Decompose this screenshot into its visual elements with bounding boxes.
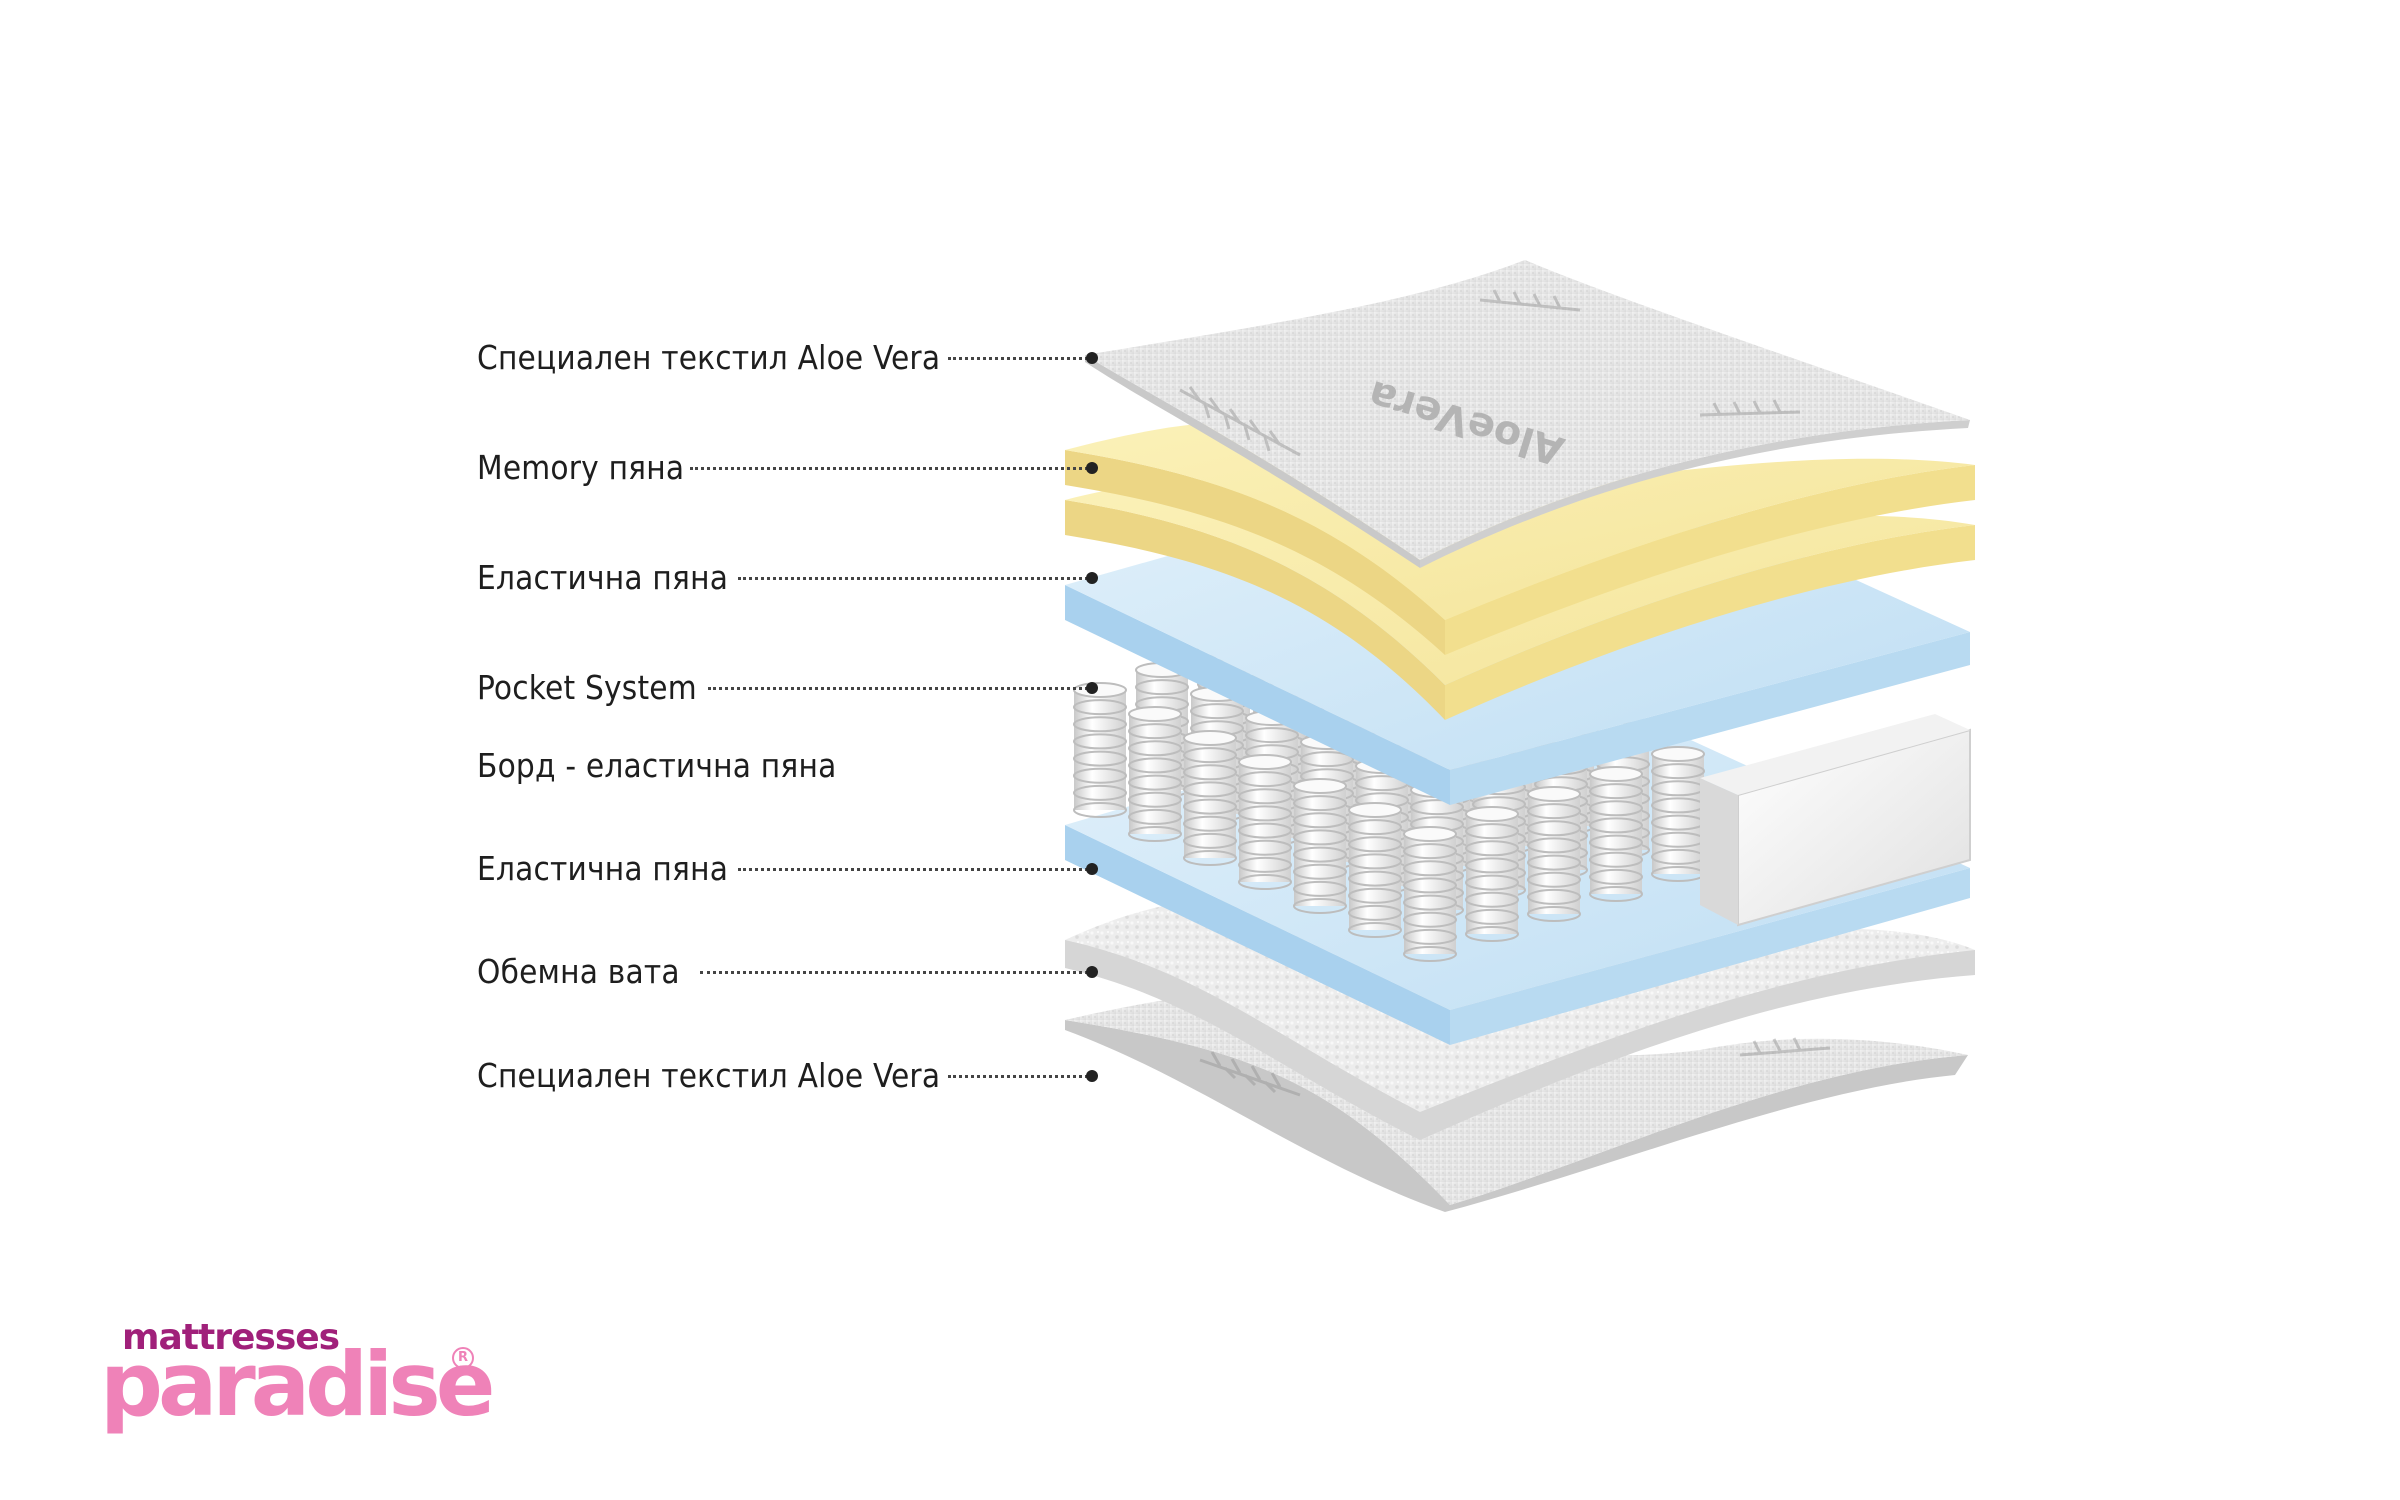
border-foam-block xyxy=(1700,714,1971,927)
pocket-spring xyxy=(1073,682,1127,818)
leader-endpoint-elastic-foam-bottom xyxy=(1086,863,1098,875)
aloe-leaf-icon xyxy=(1699,399,1801,417)
label-top-cover: Специален текстил Aloe Vera xyxy=(477,338,941,377)
aloe-leaf-icon xyxy=(1199,1051,1301,1097)
leader-elastic-foam-top xyxy=(738,577,1088,580)
leader-pocket-system xyxy=(708,687,1088,690)
label-pocket-system: Pocket System xyxy=(477,668,697,707)
pocket-spring xyxy=(1183,730,1237,866)
top-cover-layer: AloeVera xyxy=(1085,260,1970,568)
mattresses-paradise-logo: mattresses paradise R xyxy=(100,1315,495,1455)
label-elastic-foam-top: Еластична пяна xyxy=(477,558,729,597)
label-memory-foam: Memory пяна xyxy=(477,448,685,487)
label-elastic-foam-bottom: Еластична пяна xyxy=(477,849,729,888)
leader-endpoint-top-cover xyxy=(1086,352,1098,364)
pocket-spring xyxy=(1403,826,1457,962)
label-cotton-batting: Обемна вата xyxy=(477,952,680,991)
registered-mark-icon: R xyxy=(452,1347,474,1369)
pocket-spring xyxy=(1238,754,1292,890)
pocket-spring xyxy=(1348,802,1402,938)
leader-top-cover xyxy=(948,357,1088,360)
leader-endpoint-bottom-cover xyxy=(1086,1070,1098,1082)
leader-endpoint-cotton-batting xyxy=(1086,966,1098,978)
leader-bottom-cover xyxy=(948,1075,1088,1078)
leader-endpoint-memory-foam xyxy=(1086,462,1098,474)
aloe-leaf-icon xyxy=(1479,289,1581,312)
pocket-spring xyxy=(1128,706,1182,842)
pocket-spring xyxy=(1293,778,1347,914)
label-bottom-cover: Специален текстил Aloe Vera xyxy=(477,1056,941,1095)
leader-endpoint-pocket-system xyxy=(1086,682,1098,694)
logo-main-word: paradise xyxy=(100,1333,495,1436)
pocket-spring xyxy=(1465,806,1519,942)
aloe-leaf-icon xyxy=(1179,386,1301,457)
leader-elastic-foam-bottom xyxy=(738,868,1088,871)
pocket-spring xyxy=(1589,766,1643,902)
leader-cotton-batting xyxy=(700,971,1088,974)
logo-top-word: mattresses xyxy=(122,1317,340,1358)
pocket-spring xyxy=(1527,786,1581,922)
pocket-spring xyxy=(1651,746,1705,882)
leader-memory-foam xyxy=(690,467,1088,470)
aloe-leaf-icon xyxy=(1739,1037,1831,1057)
leader-endpoint-elastic-foam-top xyxy=(1086,572,1098,584)
label-border-foam: Борд - еластична пяна xyxy=(477,746,837,785)
